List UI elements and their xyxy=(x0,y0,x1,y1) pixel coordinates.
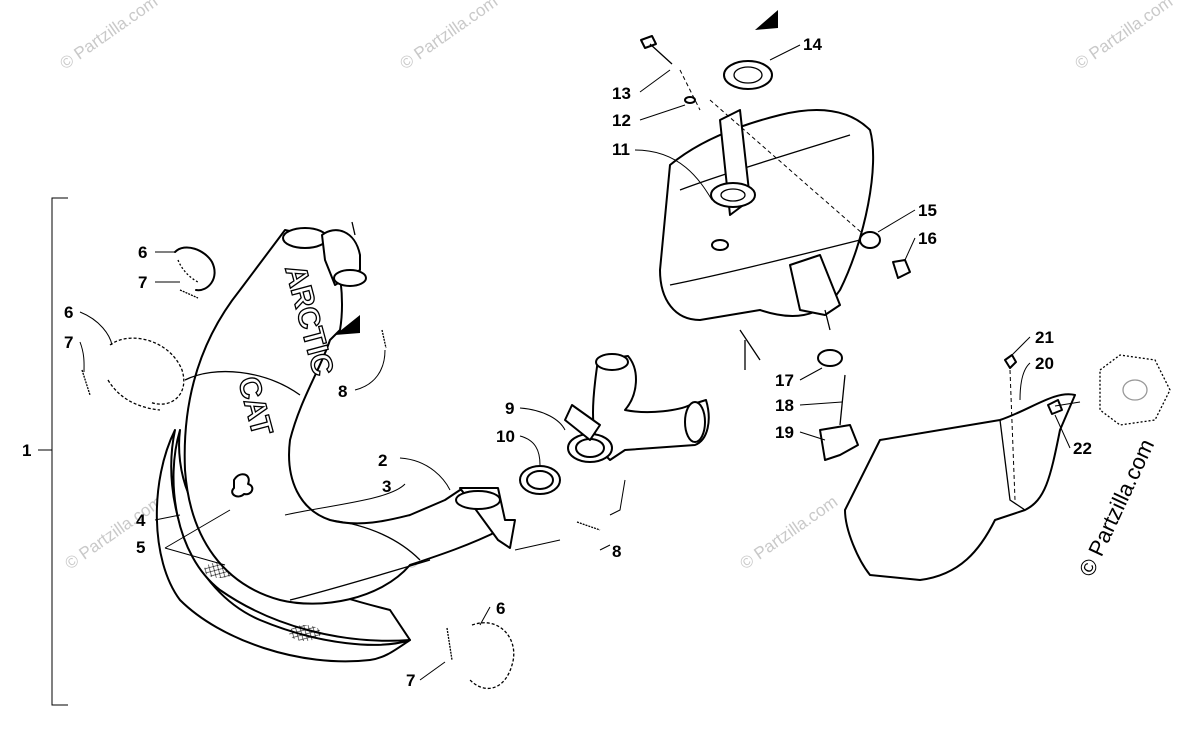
callout-6: 6 xyxy=(138,243,147,262)
watermark: © Partzilla.com xyxy=(1071,0,1176,73)
callout-13: 13 xyxy=(612,84,631,103)
callout-6: 6 xyxy=(64,303,73,322)
callout-11: 11 xyxy=(612,140,630,159)
grommet xyxy=(859,231,881,249)
callouts: 1 2 3 4 5 6 6 6 7 7 7 8 8 9 10 11 12 13 … xyxy=(22,35,1092,690)
callout-21: 21 xyxy=(1035,328,1054,347)
callout-7: 7 xyxy=(406,671,415,690)
callout-20: 20 xyxy=(1035,354,1054,373)
callout-7: 7 xyxy=(138,273,147,292)
nut xyxy=(892,259,911,279)
muffler xyxy=(659,109,875,370)
watermark: © Partzilla.com xyxy=(61,492,166,573)
callout-6: 6 xyxy=(496,599,505,618)
callout-5: 5 xyxy=(136,538,145,557)
callout-7: 7 xyxy=(64,333,73,352)
exhaust-manifold xyxy=(519,353,710,495)
watermark: © Partzilla.com xyxy=(396,0,501,73)
callout-4: 4 xyxy=(136,511,146,530)
direction-arrow xyxy=(335,315,360,335)
watermark: © Partzilla.com xyxy=(736,492,841,573)
callout-8: 8 xyxy=(612,542,621,561)
callout-19: 19 xyxy=(775,423,794,442)
callout-14: 14 xyxy=(803,35,822,54)
callout-1: 1 xyxy=(22,441,31,460)
callout-17: 17 xyxy=(775,371,794,390)
hardware-top xyxy=(640,35,871,241)
callout-10: 10 xyxy=(496,427,515,446)
callout-8: 8 xyxy=(338,382,347,401)
direction-arrow xyxy=(755,10,778,30)
side-shield xyxy=(844,354,1171,581)
callout-22: 22 xyxy=(1073,439,1092,458)
spring-set xyxy=(81,246,601,689)
watermark: © Partzilla.com xyxy=(56,0,161,73)
callout-12: 12 xyxy=(612,111,631,130)
leader-lines xyxy=(79,44,1071,681)
callout-15: 15 xyxy=(918,201,937,220)
assembly-bracket xyxy=(51,197,68,706)
callout-2: 2 xyxy=(378,451,387,470)
callout-3: 3 xyxy=(382,477,391,496)
mount-parts xyxy=(817,349,859,461)
callout-16: 16 xyxy=(918,229,937,248)
callout-9: 9 xyxy=(505,399,514,418)
expansion-chamber: ARCTIC CAT xyxy=(183,221,516,605)
callout-18: 18 xyxy=(775,396,794,415)
